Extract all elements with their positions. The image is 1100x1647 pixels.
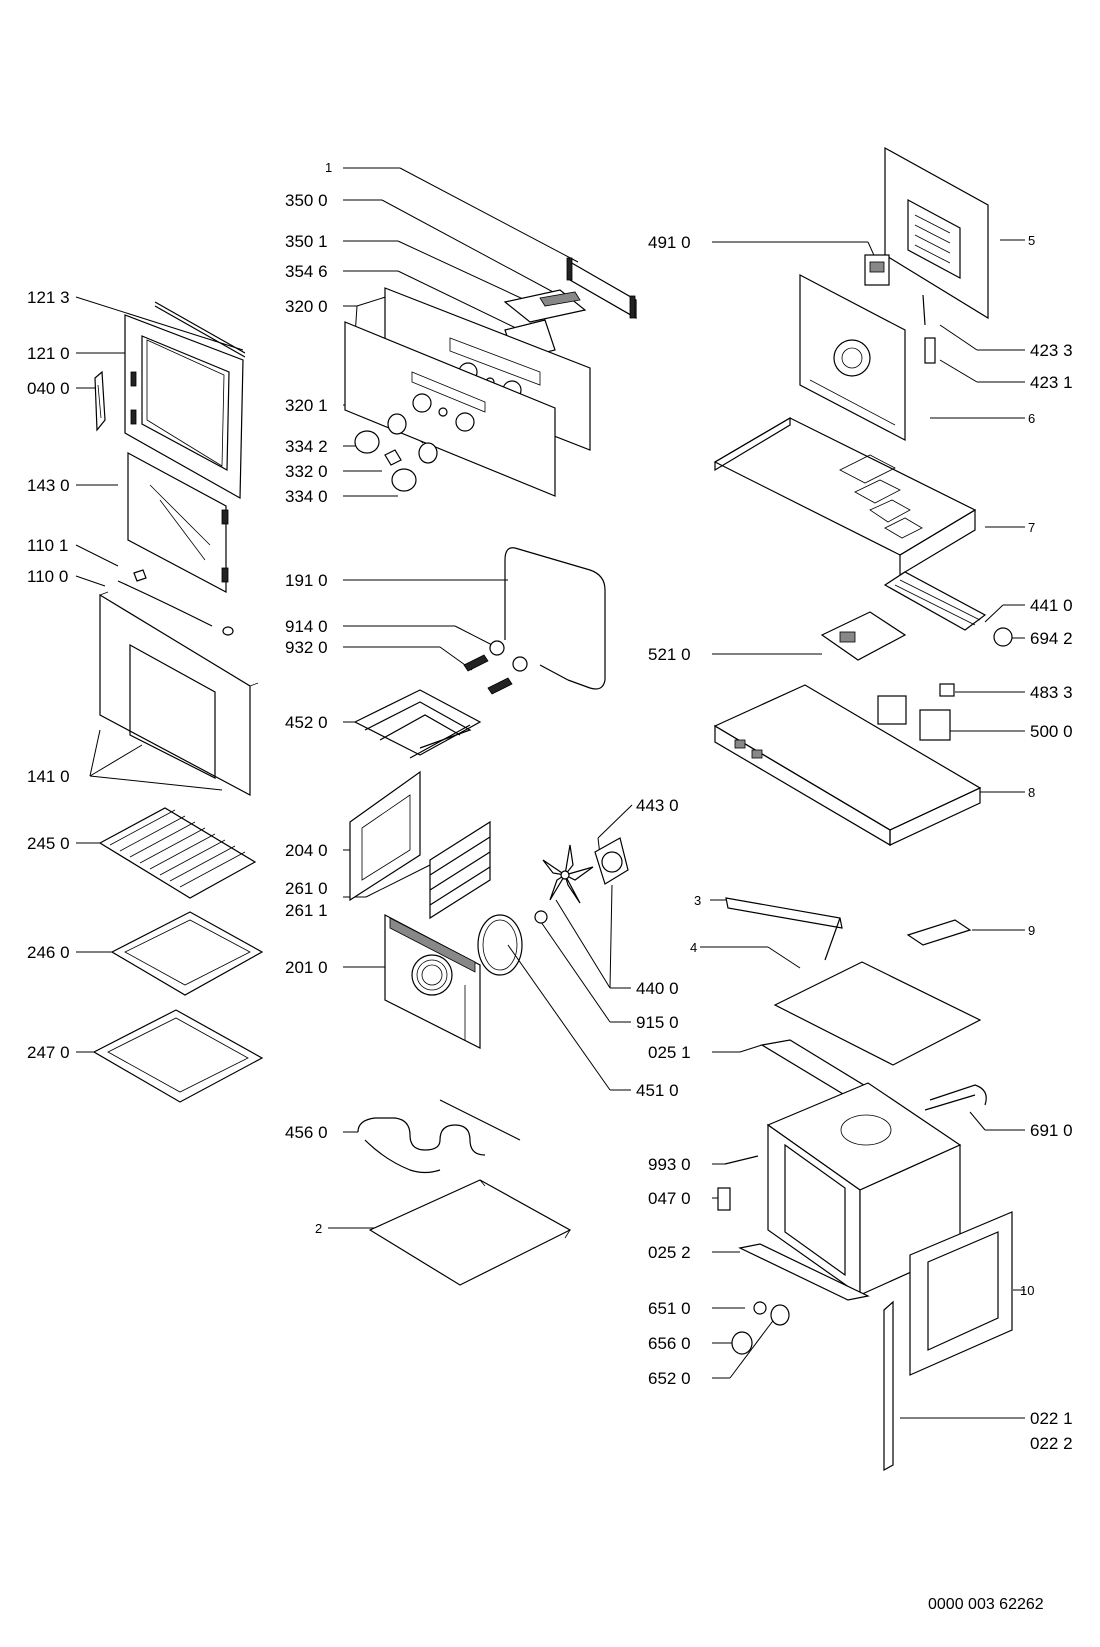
housing-parts	[713, 146, 1013, 1472]
door-parts	[92, 301, 264, 1103]
callout-label-993-0: 993 0	[648, 1155, 691, 1174]
callout-label-456-0: 456 0	[285, 1123, 328, 1142]
callout-label-332-0: 332 0	[285, 462, 328, 481]
callout-label-320-0: 320 0	[285, 297, 328, 316]
callout-label-452-0: 452 0	[285, 713, 328, 732]
callout-labels: 1 350 0 350 1 354 6 320 0 320 1 334 2 33…	[27, 160, 1073, 1453]
callout-label-204-0: 204 0	[285, 841, 328, 860]
callout-label-521-0: 521 0	[648, 645, 691, 664]
callout-label-932-0: 932 0	[285, 638, 328, 657]
callout-label-500-0: 500 0	[1030, 722, 1073, 741]
callout-label-246-0: 246 0	[27, 943, 70, 962]
callout-label-022-2: 022 2	[1030, 1434, 1073, 1453]
callout-label-656-0: 656 0	[648, 1334, 691, 1353]
callout-label-201-0: 201 0	[285, 958, 328, 977]
callout-label-6: 6	[1028, 411, 1035, 426]
callout-label-7: 7	[1028, 520, 1035, 535]
callout-label-5: 5	[1028, 233, 1035, 248]
callout-label-4: 4	[690, 940, 697, 955]
callout-label-423-3: 423 3	[1030, 341, 1073, 360]
callout-label-10: 10	[1020, 1283, 1034, 1298]
callout-label-2: 2	[315, 1221, 322, 1236]
callout-label-691-0: 691 0	[1030, 1121, 1073, 1140]
callout-label-143-0: 143 0	[27, 476, 70, 495]
callout-label-354-6: 354 6	[285, 262, 328, 281]
callout-label-440-0: 440 0	[636, 979, 679, 998]
callout-label-025-1: 025 1	[648, 1043, 691, 1062]
callout-label-914-0: 914 0	[285, 617, 328, 636]
callout-label-9: 9	[1028, 923, 1035, 938]
callout-label-121-3: 121 3	[27, 288, 70, 307]
callout-label-491-0: 491 0	[648, 233, 691, 252]
callout-label-3: 3	[694, 893, 701, 908]
callout-label-261-0: 261 0	[285, 879, 328, 898]
callout-label-141-0: 141 0	[27, 767, 70, 786]
callout-label-110-1: 110 1	[27, 536, 68, 555]
callout-label-040-0: 040 0	[27, 379, 70, 398]
callout-label-191-0: 191 0	[285, 571, 328, 590]
callout-label-025-2: 025 2	[648, 1243, 691, 1262]
callout-label-334-2: 334 2	[285, 437, 328, 456]
callout-label-110-0: 110 0	[27, 567, 68, 586]
callout-label-261-1: 261 1	[285, 901, 328, 920]
document-number: 0000 003 62262	[928, 1596, 1044, 1613]
callout-label-651-0: 651 0	[648, 1299, 691, 1318]
callout-label-247-0: 247 0	[27, 1043, 70, 1062]
callout-label-047-0: 047 0	[648, 1189, 691, 1208]
callout-label-451-0: 451 0	[636, 1081, 679, 1100]
callout-label-121-0: 121 0	[27, 344, 70, 363]
callout-label-443-0: 443 0	[636, 796, 679, 815]
control-panel-parts	[344, 257, 637, 497]
callout-label-350-0: 350 0	[285, 191, 328, 210]
callout-label-652-0: 652 0	[648, 1369, 691, 1388]
callout-label-1: 1	[325, 160, 332, 175]
callout-label-915-0: 915 0	[636, 1013, 679, 1032]
callout-label-8: 8	[1028, 785, 1035, 800]
callout-label-334-0: 334 0	[285, 487, 328, 506]
callout-label-694-2: 694 2	[1030, 629, 1073, 648]
callout-label-350-1: 350 1	[285, 232, 328, 251]
seal-and-heater-parts	[349, 547, 629, 1286]
callout-label-245-0: 245 0	[27, 834, 70, 853]
callout-label-483-3: 483 3	[1030, 683, 1073, 702]
callout-label-022-1: 022 1	[1030, 1409, 1073, 1428]
callout-label-423-1: 423 1	[1030, 373, 1073, 392]
callout-label-441-0: 441 0	[1030, 596, 1073, 615]
callout-label-320-1: 320 1	[285, 396, 328, 415]
